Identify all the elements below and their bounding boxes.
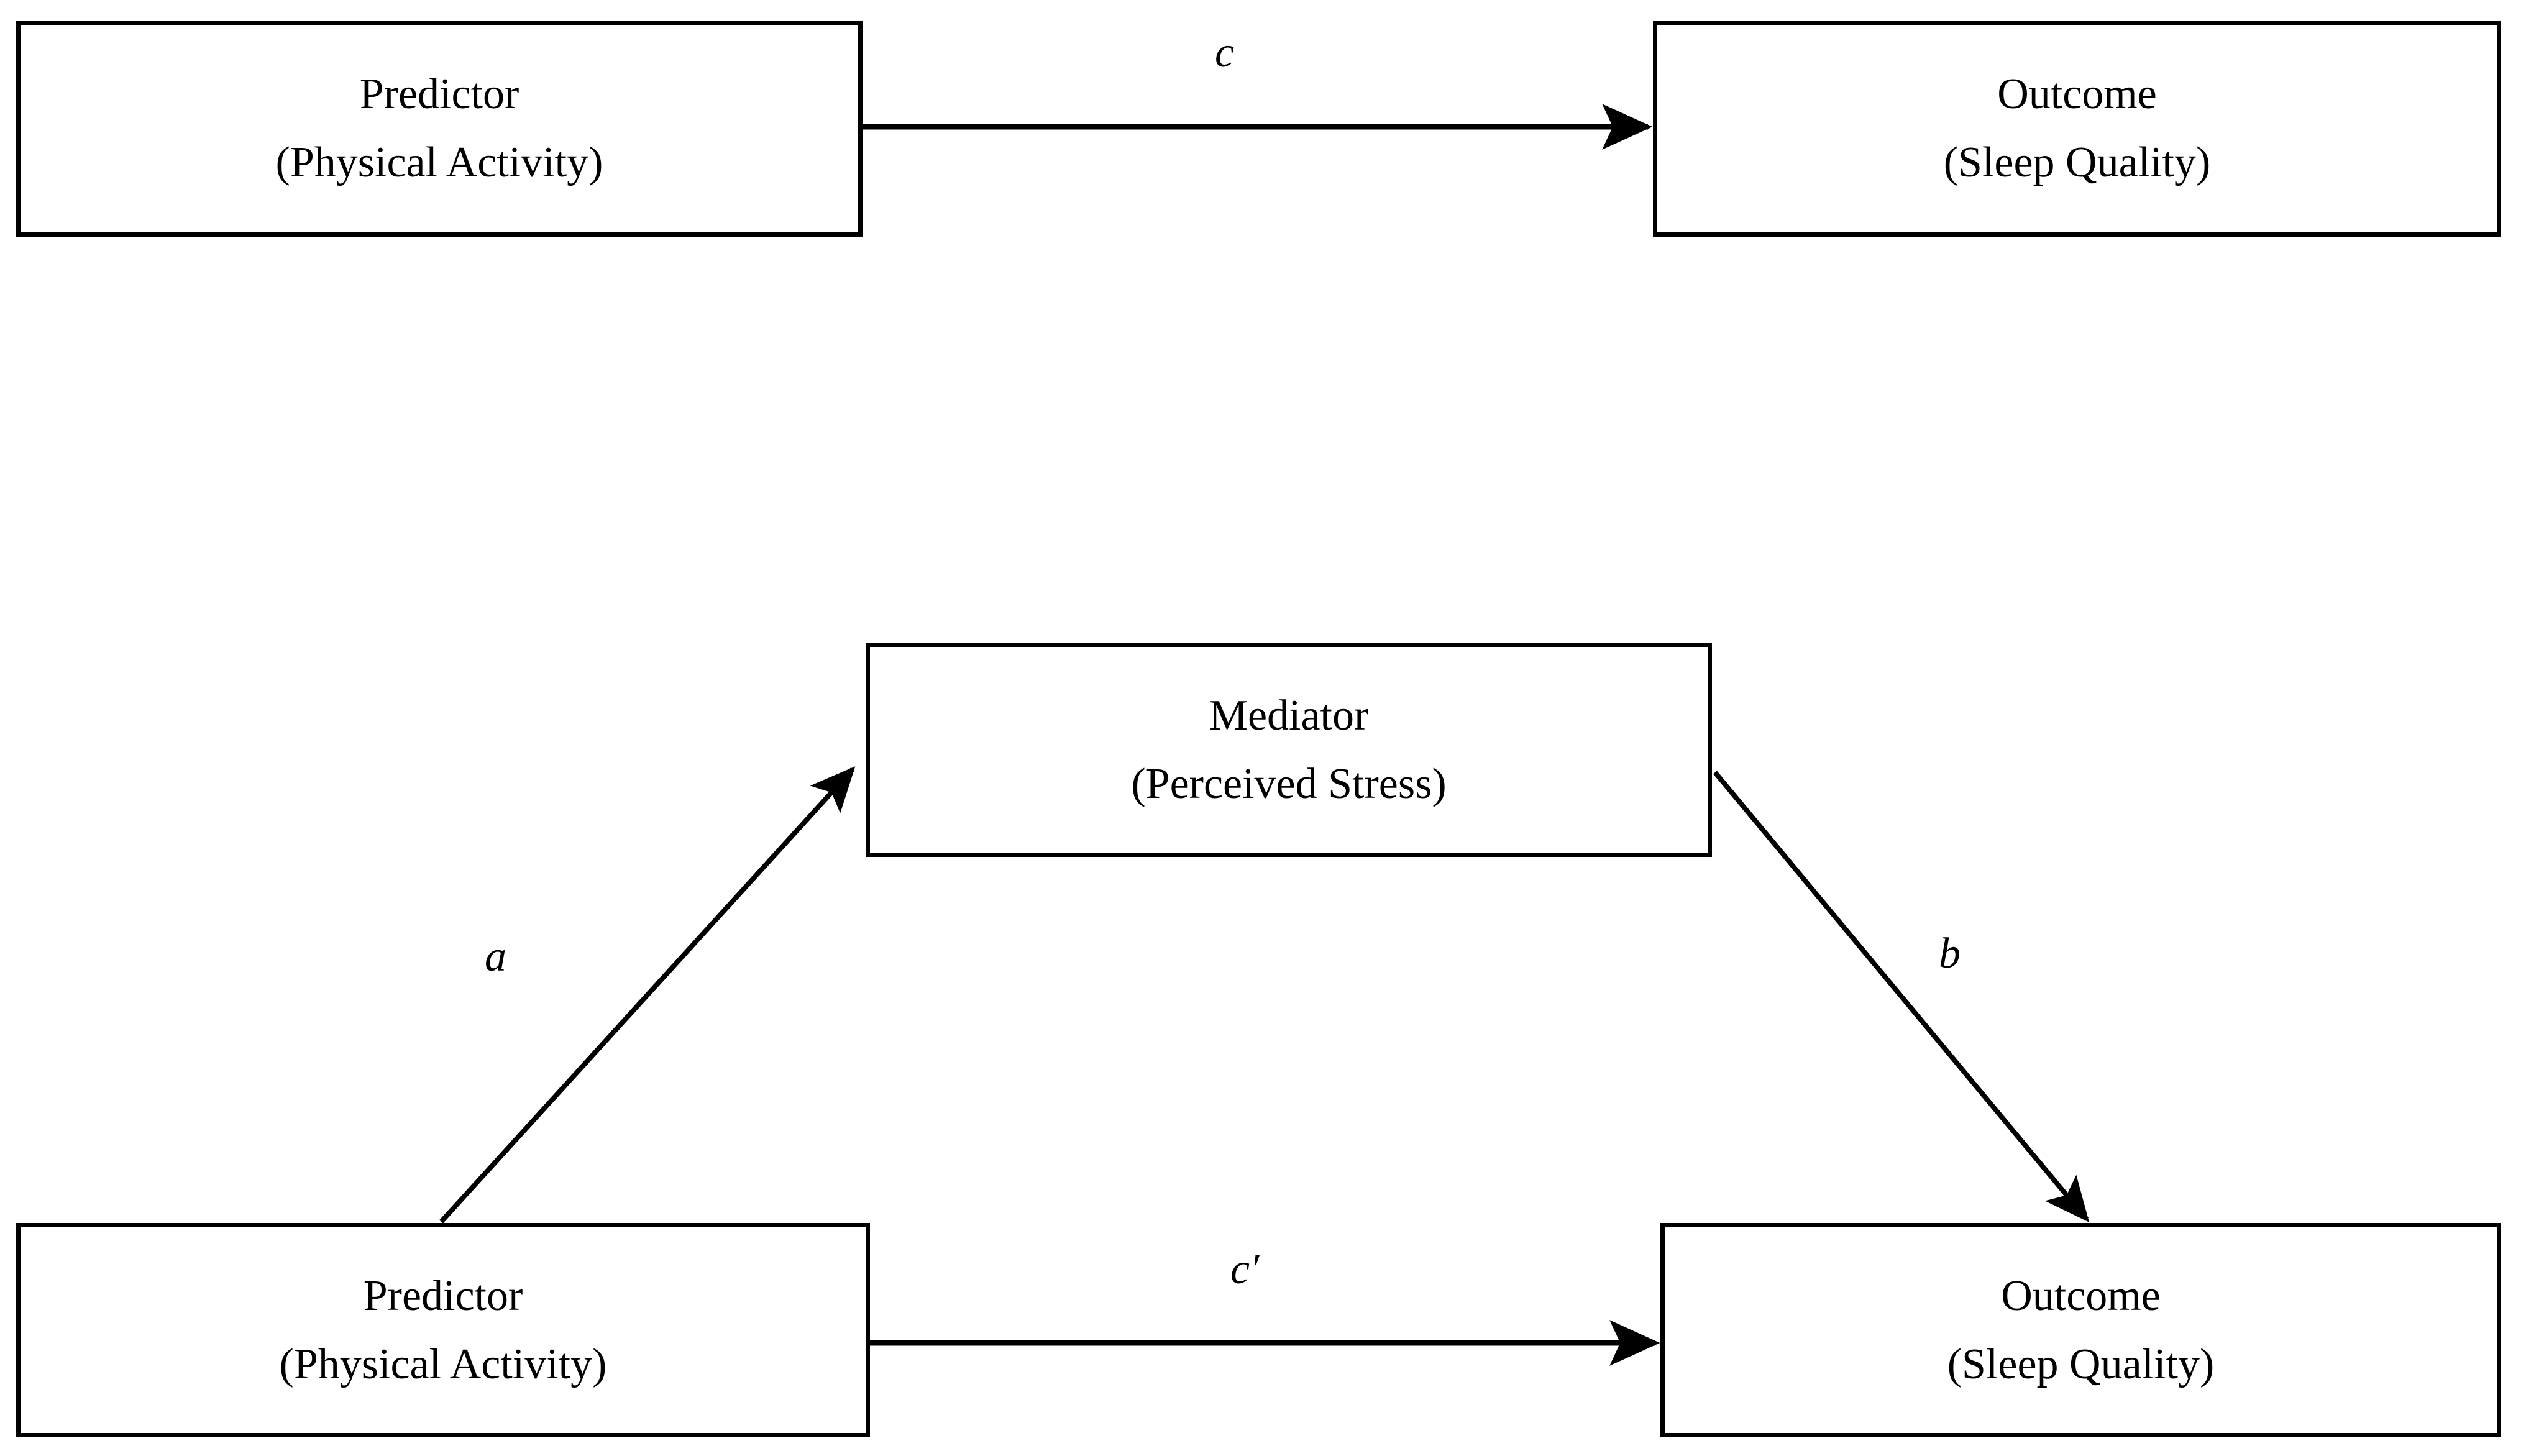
path-label-a: a [485, 933, 506, 981]
node-title-outcome-top: Outcome [1997, 70, 2157, 118]
node-title-predictor-top: Predictor [359, 70, 519, 118]
node-box-outcome-bottom: Outcome (Sleep Quality) [1660, 1223, 2501, 1437]
node-box-predictor-top: Predictor (Physical Activity) [16, 21, 863, 237]
node-box-mediator: Mediator (Perceived Stress) [866, 643, 1712, 857]
node-subtitle-predictor-top: (Physical Activity) [275, 139, 603, 186]
node-subtitle-outcome-top: (Sleep Quality) [1943, 139, 2211, 186]
node-title-outcome-bottom: Outcome [2001, 1271, 2161, 1320]
node-box-predictor-bottom: Predictor (Physical Activity) [16, 1223, 870, 1437]
path-label-c: c [1215, 29, 1235, 76]
path-label-b: b [1939, 930, 1961, 978]
node-title-mediator: Mediator [1209, 691, 1369, 739]
node-subtitle-outcome-bottom: (Sleep Quality) [1947, 1340, 2215, 1388]
node-box-outcome-top: Outcome (Sleep Quality) [1653, 21, 2501, 237]
node-subtitle-mediator: (Perceived Stress) [1131, 759, 1447, 808]
arrow-path-b [1713, 771, 2090, 1222]
arrow-path-a [439, 766, 856, 1224]
node-title-predictor-bottom: Predictor [363, 1271, 523, 1320]
node-subtitle-predictor-bottom: (Physical Activity) [279, 1340, 607, 1388]
path-label-c-prime: c′ [1230, 1245, 1260, 1293]
